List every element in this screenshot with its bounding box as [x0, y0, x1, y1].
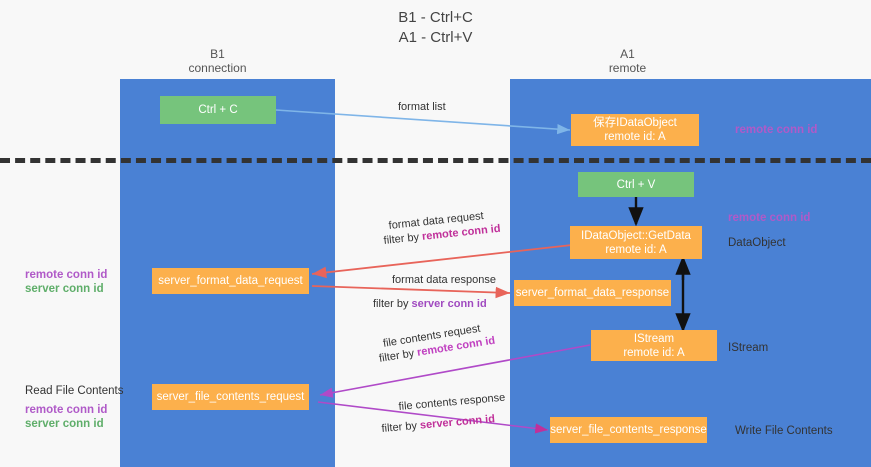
- box-ctrl-v[interactable]: Ctrl + V: [578, 172, 694, 197]
- annotation-write-file-contents: Write File Contents: [735, 425, 833, 437]
- box-istream[interactable]: IStream remote id: A: [591, 330, 717, 361]
- box-server-file-contents-request-label: server_file_contents_request: [156, 391, 305, 403]
- edge-label-file-contents-response: file contents response: [398, 391, 506, 413]
- annotation-left-remote-conn-id-bottom: remote conn id: [25, 404, 108, 416]
- box-server-format-data-request[interactable]: server_format_data_request: [152, 268, 309, 294]
- phase-divider: [0, 158, 871, 163]
- box-istream-line1: IStream: [633, 332, 675, 345]
- annotation-left-server-conn-id-mid: server conn id: [25, 283, 104, 295]
- column-header-a1: A1 remote: [560, 47, 695, 75]
- box-istream-line2: remote id: A: [623, 346, 685, 359]
- edge-label-format-list: format list: [398, 101, 446, 113]
- edge-label-format-data-response: format data response: [392, 274, 496, 286]
- filter-key-server-conn-id-1: server conn id: [411, 298, 487, 310]
- annotation-remote-conn-id-top: remote conn id: [735, 124, 818, 136]
- title-line-2: A1 - Ctrl+V: [398, 29, 473, 46]
- box-save-idataobject-line2: remote id: A: [604, 131, 666, 143]
- edge-label-format-data-response-filter: filter by server conn id: [373, 297, 487, 311]
- annotation-remote-conn-id-mid: remote conn id: [728, 212, 811, 224]
- annotation-read-file-contents: Read File Contents: [25, 385, 124, 397]
- column-header-b1: B1 connection: [150, 47, 285, 75]
- box-server-file-contents-request[interactable]: server_file_contents_request: [152, 384, 309, 410]
- filter-prefix-4: filter by: [381, 419, 421, 435]
- box-getdata-line2: remote id: A: [605, 243, 667, 256]
- box-save-idataobject-line1: 保存IDataObject: [593, 117, 677, 129]
- box-server-file-contents-response-label: server_file_contents_response: [550, 424, 707, 436]
- box-ctrl-c-label: Ctrl + C: [198, 104, 238, 116]
- column-header-a1-name: A1: [620, 47, 635, 61]
- box-idataobject-getdata[interactable]: IDataObject::GetData remote id: A: [570, 226, 702, 259]
- annotation-left-remote-conn-id-mid: remote conn id: [25, 269, 108, 281]
- column-header-b1-sub: connection: [188, 61, 247, 75]
- filter-prefix-2: filter by: [373, 298, 412, 310]
- diagram-title: B1 - Ctrl+C A1 - Ctrl+V: [0, 8, 871, 48]
- box-server-format-data-response-label: server_format_data_response: [515, 287, 670, 299]
- link-format-data-response: [311, 285, 511, 299]
- box-save-idataobject[interactable]: 保存IDataObject remote id: A: [571, 114, 699, 146]
- box-server-format-data-response[interactable]: server_format_data_response: [514, 280, 671, 306]
- box-ctrl-v-label: Ctrl + V: [616, 178, 656, 191]
- column-header-b1-name: B1: [210, 47, 225, 61]
- box-server-file-contents-response[interactable]: server_file_contents_response: [550, 417, 707, 443]
- box-ctrl-c[interactable]: Ctrl + C: [160, 96, 276, 124]
- annotation-left-server-conn-id-bottom: server conn id: [25, 418, 104, 430]
- title-line-1: B1 - Ctrl+C: [398, 9, 473, 26]
- column-header-a1-sub: remote: [608, 61, 647, 75]
- filter-key-server-conn-id-2: server conn id: [419, 413, 496, 432]
- annotation-istream: IStream: [728, 342, 769, 354]
- box-getdata-line1: IDataObject::GetData: [581, 229, 691, 242]
- box-server-format-data-request-label: server_format_data_request: [158, 275, 303, 287]
- filter-prefix-1: filter by: [383, 230, 423, 247]
- annotation-dataobject: DataObject: [728, 237, 786, 249]
- edge-label-file-contents-response-filter: filter by server conn id: [381, 412, 496, 436]
